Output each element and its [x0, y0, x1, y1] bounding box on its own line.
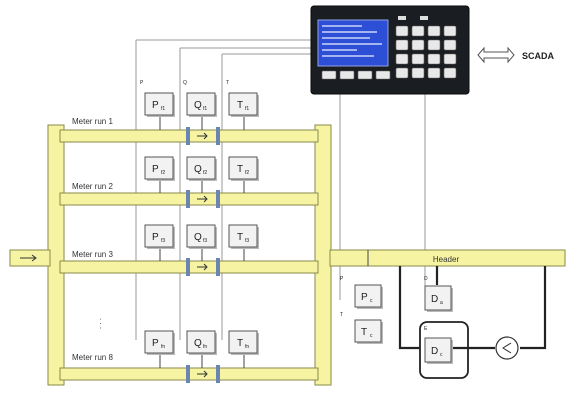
- svg-text:c: c: [440, 352, 443, 358]
- svg-text:P: P: [361, 292, 368, 303]
- svg-text:T: T: [237, 232, 243, 243]
- inlet-flow-arrow: [20, 254, 37, 262]
- ellipsis-marker: . . .: [98, 318, 107, 329]
- svg-text:f1: f1: [161, 106, 165, 112]
- meter-run-label: Meter run 8: [72, 353, 113, 362]
- flow-computer-function-keys: [321, 70, 391, 80]
- svg-text:f2: f2: [245, 170, 249, 176]
- svg-text:D: D: [431, 346, 438, 357]
- svg-text:T: T: [237, 100, 243, 111]
- svg-text:T: T: [361, 327, 367, 338]
- svg-text:f1: f1: [245, 106, 249, 112]
- transmitter-taps: [159, 116, 245, 368]
- svg-text:f2: f2: [161, 170, 165, 176]
- svg-text:fn: fn: [161, 344, 165, 350]
- svg-text:T: T: [237, 338, 243, 349]
- flow-computer-keypad: [395, 16, 457, 79]
- svg-text:D: D: [431, 294, 438, 305]
- svg-text:P: P: [152, 232, 159, 243]
- sample-loop: [398, 266, 420, 350]
- signal-tag: E: [424, 326, 428, 332]
- svg-text:c: c: [370, 333, 373, 339]
- svg-text:fn: fn: [203, 344, 207, 350]
- svg-text:Q: Q: [194, 100, 202, 111]
- sample-loop: [520, 266, 547, 350]
- flow-computer: [310, 5, 470, 95]
- orifice-flanges: [186, 127, 220, 383]
- density-enclosure: [419, 321, 469, 379]
- signal-tag: Q: [183, 80, 187, 86]
- svg-text:c: c: [370, 298, 373, 304]
- svg-text:f3: f3: [245, 238, 249, 244]
- svg-text:a: a: [440, 300, 443, 306]
- pump-direction-icon: [502, 342, 512, 354]
- svg-text:Q: Q: [194, 232, 202, 243]
- meter-run-label: Meter run 2: [72, 182, 113, 191]
- svg-text:P: P: [152, 164, 159, 175]
- outlet-manifold: [314, 124, 332, 386]
- svg-text:f1: f1: [203, 106, 207, 112]
- sample-pump: [495, 336, 519, 360]
- svg-text:Q: Q: [194, 338, 202, 349]
- header-label: Header: [433, 255, 460, 264]
- bidirectional-arrow-icon: [477, 46, 515, 64]
- header-pipe: [329, 249, 566, 267]
- signal-tag: D: [424, 276, 428, 282]
- svg-text:fn: fn: [245, 344, 249, 350]
- svg-text:T: T: [237, 164, 243, 175]
- meter-run-label: Meter run 3: [72, 250, 113, 259]
- signal-tag: T: [226, 80, 229, 86]
- svg-text:P: P: [152, 338, 159, 349]
- meter-run-label: Meter run 1: [72, 117, 113, 126]
- svg-text:f3: f3: [161, 238, 165, 244]
- signal-tag: P: [340, 276, 344, 282]
- svg-text:Q: Q: [194, 164, 202, 175]
- signal-tag: T: [340, 312, 343, 318]
- scada-label: SCADA: [522, 51, 555, 61]
- signal-tag: P: [140, 80, 144, 86]
- svg-text:f2: f2: [203, 170, 207, 176]
- svg-text:f3: f3: [203, 238, 207, 244]
- svg-text:P: P: [152, 100, 159, 111]
